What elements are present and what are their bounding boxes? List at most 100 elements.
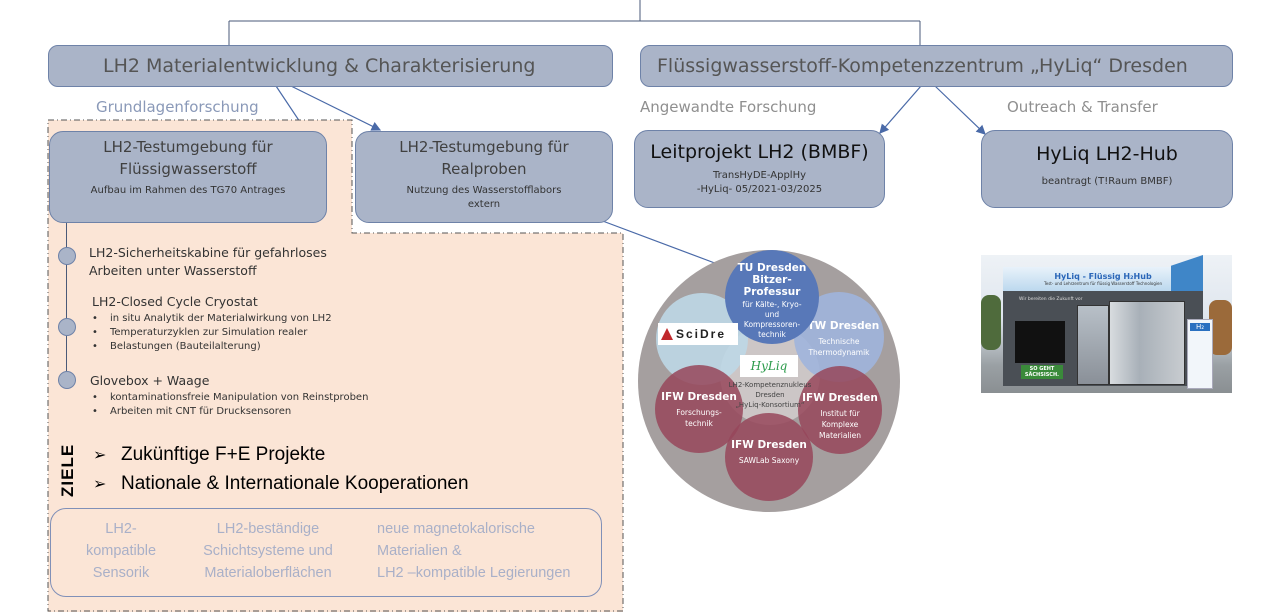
ifw-left-name: IFW Dresden	[661, 391, 737, 403]
ifw-bottom-desc: SAWLab Saxony	[739, 455, 799, 466]
goals-label: ZIELE	[58, 443, 77, 497]
cryostat-bullets: in situ Analytik der Materialwirkung von…	[88, 312, 332, 354]
dispenser-label: H₂	[1190, 323, 1210, 331]
timeline-dot-1	[58, 247, 76, 265]
arrow-to-consortium	[599, 219, 730, 270]
window-lab	[1109, 301, 1185, 385]
label-outreach: Outreach & Transfer	[1007, 98, 1158, 116]
timeline-dot-2	[58, 318, 76, 336]
leitprojekt-title: Leitprojekt LH2 (BMBF)	[650, 141, 869, 163]
dispenser: H₂	[1187, 319, 1213, 389]
line: Technische	[818, 337, 860, 346]
line: LH2 –kompatible Legierungen	[377, 565, 571, 581]
safety-cabin-line-1: LH2-Sicherheitskabine für gefahrloses	[89, 245, 327, 260]
arrow-bullet-icon: ➢	[93, 476, 107, 493]
future-topic-materials: neue magnetokalorische Materialien & LH2…	[377, 518, 570, 584]
hub-subtitle: beantragt (T!Raum BMBF)	[1041, 176, 1173, 187]
line: Materialien &	[377, 543, 462, 559]
arrow-bullet-icon: ➢	[93, 447, 107, 464]
tree-left	[981, 295, 1001, 350]
tud-circle: TU Dresden Bitzer-Professur für Kälte-, …	[725, 250, 819, 344]
line: LH2-	[105, 521, 137, 537]
line: Schichtsysteme und	[203, 543, 333, 559]
line: „HyLiq-Konsortium“	[735, 401, 805, 409]
header-material-development: LH2 Materialentwicklung & Charakterisier…	[48, 45, 613, 87]
test-real-subtitle: Nutzung des Wasserstofflabors extern	[406, 185, 562, 210]
scidre-logo-icon	[661, 328, 673, 340]
box-test-real: LH2-Testumgebung für Realproben Nutzung …	[355, 131, 613, 223]
tud-name-2: Bitzer-Professur	[743, 274, 801, 298]
line: Forschungs-	[676, 408, 722, 417]
bullet: in situ Analytik der Materialwirkung von…	[88, 312, 332, 326]
goal-item-2: ➢ Nationale & Internationale Kooperatione…	[93, 473, 469, 495]
window-door	[1077, 305, 1109, 385]
bullet: Temperaturzyklen zur Simulation realer	[88, 326, 332, 340]
header-right-text: Flüssigwasserstoff-Kompetenzzentrum „HyL…	[657, 55, 1188, 77]
test-real-title: LH2-Testumgebung für Realproben	[399, 138, 569, 178]
basic-research-zone-ext	[48, 233, 623, 612]
timeline-dot-3	[58, 371, 76, 389]
hyliq-hub-photo: HyLiq - Flüssig H₂Hub Test- und Lehrzent…	[981, 255, 1232, 393]
hub-title: HyLiq LH2-Hub	[1036, 143, 1178, 165]
tud-name-1: TU Dresden	[737, 262, 807, 274]
line: LH2-Kompetenznukleus	[728, 381, 812, 389]
line: SAWLab Saxony	[738, 456, 800, 465]
top-connector	[228, 0, 921, 45]
future-topics-box	[50, 508, 602, 597]
scidre-logo-text: SciDre	[676, 327, 727, 341]
leitprojekt-subtitle-1: TransHyDE-ApplHy	[712, 170, 807, 181]
hyliq-logo-text: HyLiq	[750, 359, 788, 373]
banner-text: HyLiq - Flüssig H₂Hub	[1054, 272, 1152, 281]
leitprojekt-subtitle-2: -HyLiq- 05/2021-03/2025	[696, 184, 823, 195]
line: Materialoberflächen	[204, 565, 332, 581]
header-left-text: LH2 Materialentwicklung & Charakterisier…	[103, 55, 536, 77]
line: neue magnetokalorische	[377, 521, 535, 537]
box-leitprojekt: Leitprojekt LH2 (BMBF) TransHyDE-ApplHy …	[634, 130, 885, 208]
line: Sensorik	[92, 565, 150, 581]
screen	[1015, 321, 1065, 363]
container-banner: HyLiq - Flüssig H₂Hub Test- und Lehrzent…	[1003, 267, 1203, 291]
line: Thermodynamik	[808, 348, 870, 357]
timeline-line	[66, 223, 67, 380]
banner-sub: Test- und Lehrzentrum für flüssig Wasser…	[1044, 281, 1162, 286]
line: Komplexe	[821, 420, 859, 429]
tree-right	[1209, 300, 1232, 355]
goal-item-1: ➢Zukünftige F+E Projekte	[93, 444, 325, 466]
test-lh2-title: LH2-Testumgebung für Flüssigwasserstoff	[103, 138, 273, 178]
ifw-bottom-circle: IFW Dresden SAWLab Saxony	[725, 413, 813, 501]
wall-text: Wir bereiten die Zukunft vor	[1019, 297, 1083, 302]
scidre-logo: SciDre	[658, 323, 738, 345]
hyliq-logo: HyLiq	[740, 355, 798, 377]
line: und	[764, 310, 780, 319]
timeline-item-1-title: LH2-Sicherheitskabine für gefahrloses Ar…	[89, 244, 327, 280]
line: technik	[685, 419, 713, 428]
goal-text: Nationale & Internationale Kooperationen	[121, 473, 469, 494]
arrow-to-hub	[934, 85, 986, 135]
ifw-bottom-name: IFW Dresden	[731, 439, 807, 451]
roof-blue	[1171, 255, 1203, 291]
line: für Kälte-, Kryo-	[742, 300, 802, 309]
bullet-continuation: Belastungen (Bauteilalterung)	[88, 340, 332, 354]
ifw-right-name: IFW Dresden	[802, 392, 878, 404]
line: Dresden	[755, 391, 785, 399]
label-basic-research: Grundlagenforschung	[96, 98, 259, 116]
glovebox-bullets: kontaminationsfreie Manipulation von Rei…	[88, 391, 368, 419]
badge: SO GEHT SÄCHSISCH.	[1021, 365, 1063, 379]
line: LH2-beständige	[216, 521, 320, 537]
timeline-item-2-title: LH2-Closed Cycle Cryostat	[92, 294, 258, 309]
line: technik	[758, 330, 786, 339]
htw-name: HTW Dresden	[798, 320, 880, 332]
bullet: kontaminationsfreie Manipulation von Rei…	[88, 391, 368, 405]
label-applied-research: Angewandte Forschung	[640, 98, 817, 116]
ifw-left-desc: Forschungs-technik	[676, 407, 721, 429]
test-lh2-subtitle: Aufbau im Rahmen des TG70 Antrages	[90, 185, 286, 196]
header-hyliq-center: Flüssigwasserstoff-Kompetenzzentrum „HyL…	[640, 45, 1233, 87]
line: Institut für	[820, 409, 860, 418]
arrow-to-test-real	[290, 85, 382, 131]
future-topic-coatings: LH2-beständige Schichtsysteme und Materi…	[186, 518, 350, 584]
